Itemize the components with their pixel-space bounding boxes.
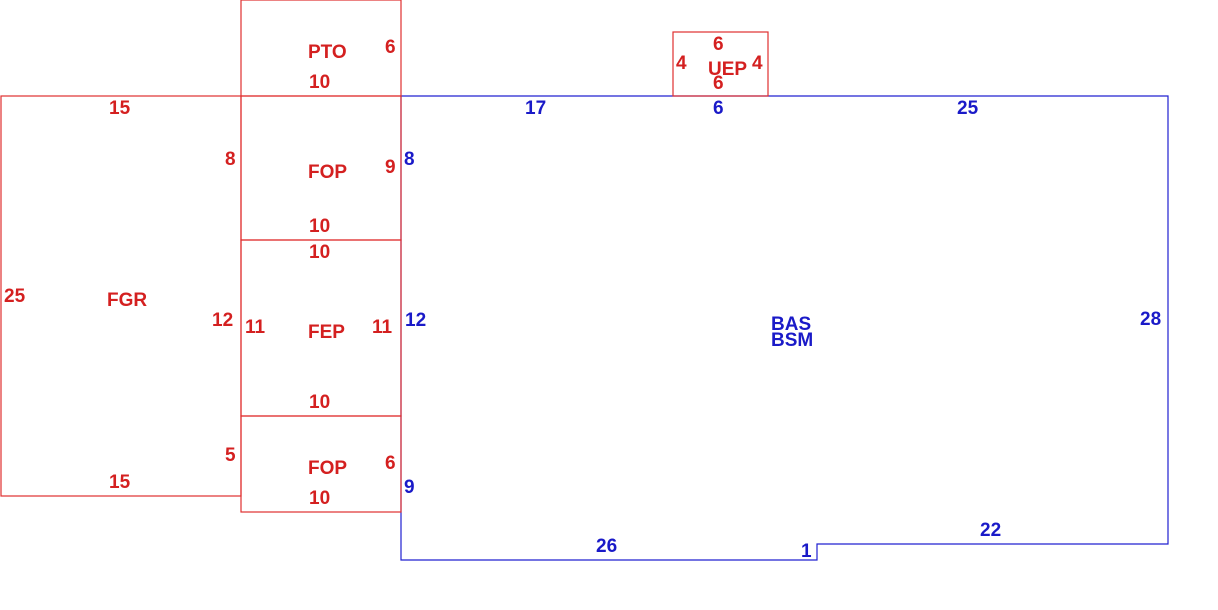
fgr-right-upper-dimension: 8 [225,149,236,170]
uep-area-outline [672,31,769,97]
main-bottom-right-dimension: 22 [980,520,1001,541]
main-left-lower-dimension: 9 [404,477,415,498]
fgr-bottom-dimension: 15 [109,472,131,493]
uep-area-label: UEP [708,59,747,80]
pto-bottom-dimension: 10 [309,72,330,93]
main-left-upper-dimension: 8 [404,149,415,170]
fop-lower-right-dimension: 6 [385,453,396,474]
main-top-right-dimension: 25 [957,98,979,119]
main-area-label-bsm: BSM [771,330,813,351]
main-step-dimension: 1 [801,541,812,562]
main-top-mid-dimension: 6 [713,98,724,119]
fep-top-dimension: 10 [309,242,330,263]
fep-right-dimension: 11 [372,317,393,338]
fep-bottom-dimension: 10 [309,392,330,413]
fep-left-dimension: 11 [245,317,266,338]
fop-lower-bottom-dimension: 10 [309,488,330,509]
uep-left-dimension: 4 [676,53,687,74]
main-right-dimension: 28 [1140,309,1161,330]
fgr-right-lower-dimension: 5 [225,445,236,466]
uep-bottom-dimension: 6 [713,73,724,94]
fgr-right-mid-dimension: 12 [212,310,233,331]
fgr-top-dimension: 15 [109,98,131,119]
fop-lower-area-outline [240,415,402,513]
main-left-mid-dimension: 12 [405,310,426,331]
uep-top-dimension: 6 [713,34,724,55]
main-structure-outline [400,95,1169,561]
main-bottom-left-dimension: 26 [596,536,617,557]
fop-upper-right-dimension: 9 [385,157,396,178]
uep-right-dimension: 4 [752,53,763,74]
fgr-left-dimension: 25 [4,286,26,307]
main-top-left-dimension: 17 [525,98,546,119]
pto-right-dimension: 6 [385,37,396,58]
fop-upper-area-label: FOP [308,162,347,183]
fop-lower-area-label: FOP [308,458,347,479]
pto-area-label: PTO [308,42,347,63]
main-area-label-bas: BAS [771,314,811,335]
fop-upper-bottom-dimension: 10 [309,216,330,237]
fgr-area-label: FGR [107,290,147,311]
fep-area-label: FEP [308,322,345,343]
